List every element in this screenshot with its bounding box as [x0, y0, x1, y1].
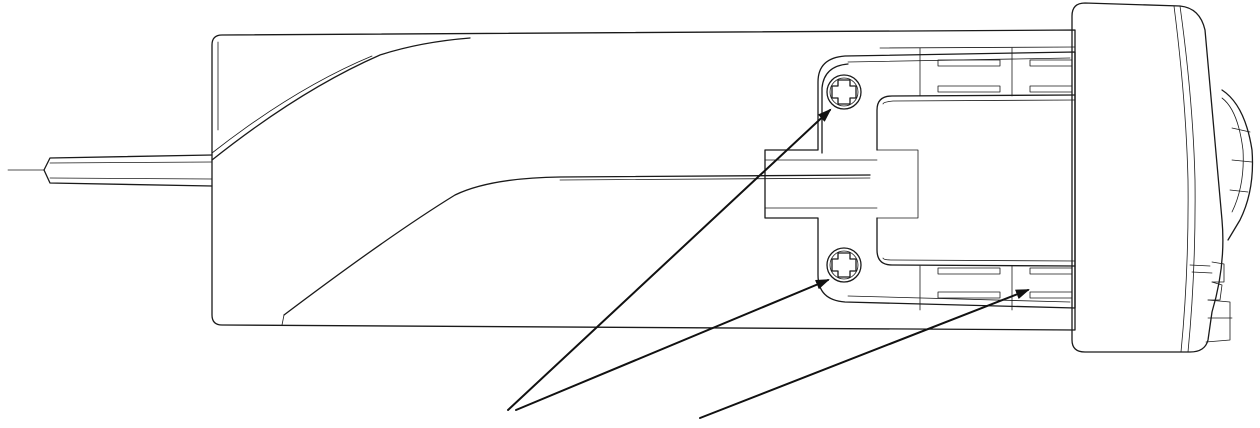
upper-screw-callout	[507, 108, 832, 411]
lower-screw-callout	[515, 279, 830, 411]
rail-slot-callout	[699, 289, 1030, 419]
end-cap	[1071, 2, 1254, 353]
callout-leaders	[507, 108, 1030, 419]
mounting-plate	[764, 51, 1076, 309]
main-housing	[211, 29, 1076, 331]
upper-screw	[826, 74, 862, 110]
guide-rail	[879, 46, 1076, 311]
probe-tip	[7, 154, 213, 187]
lower-screw	[826, 247, 862, 283]
